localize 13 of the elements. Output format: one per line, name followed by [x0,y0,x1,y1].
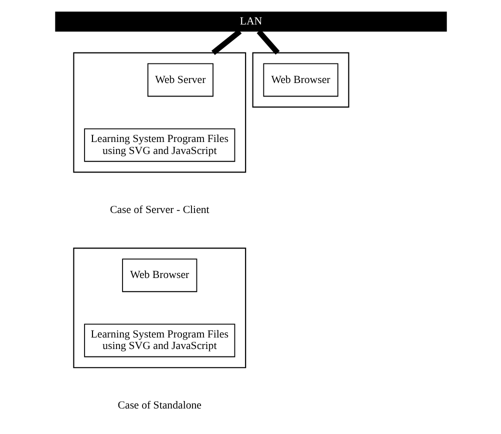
node-box: Web Browser [122,258,197,292]
node-box: Web Server [146,63,213,97]
connector [210,29,242,55]
label: Case of Standalone [117,399,201,412]
cluster [252,52,349,108]
cluster [72,248,246,368]
node-box: Web Browser [262,63,338,97]
label: Case of Server - Client [109,204,209,216]
node-box: LAN [54,12,446,32]
node-box: Learning System Program Files using SVG and JavaScript [84,324,235,358]
node-box: Learning System Program Files using SVG and JavaScript [84,128,235,162]
cluster [72,52,246,173]
connector [256,30,280,55]
